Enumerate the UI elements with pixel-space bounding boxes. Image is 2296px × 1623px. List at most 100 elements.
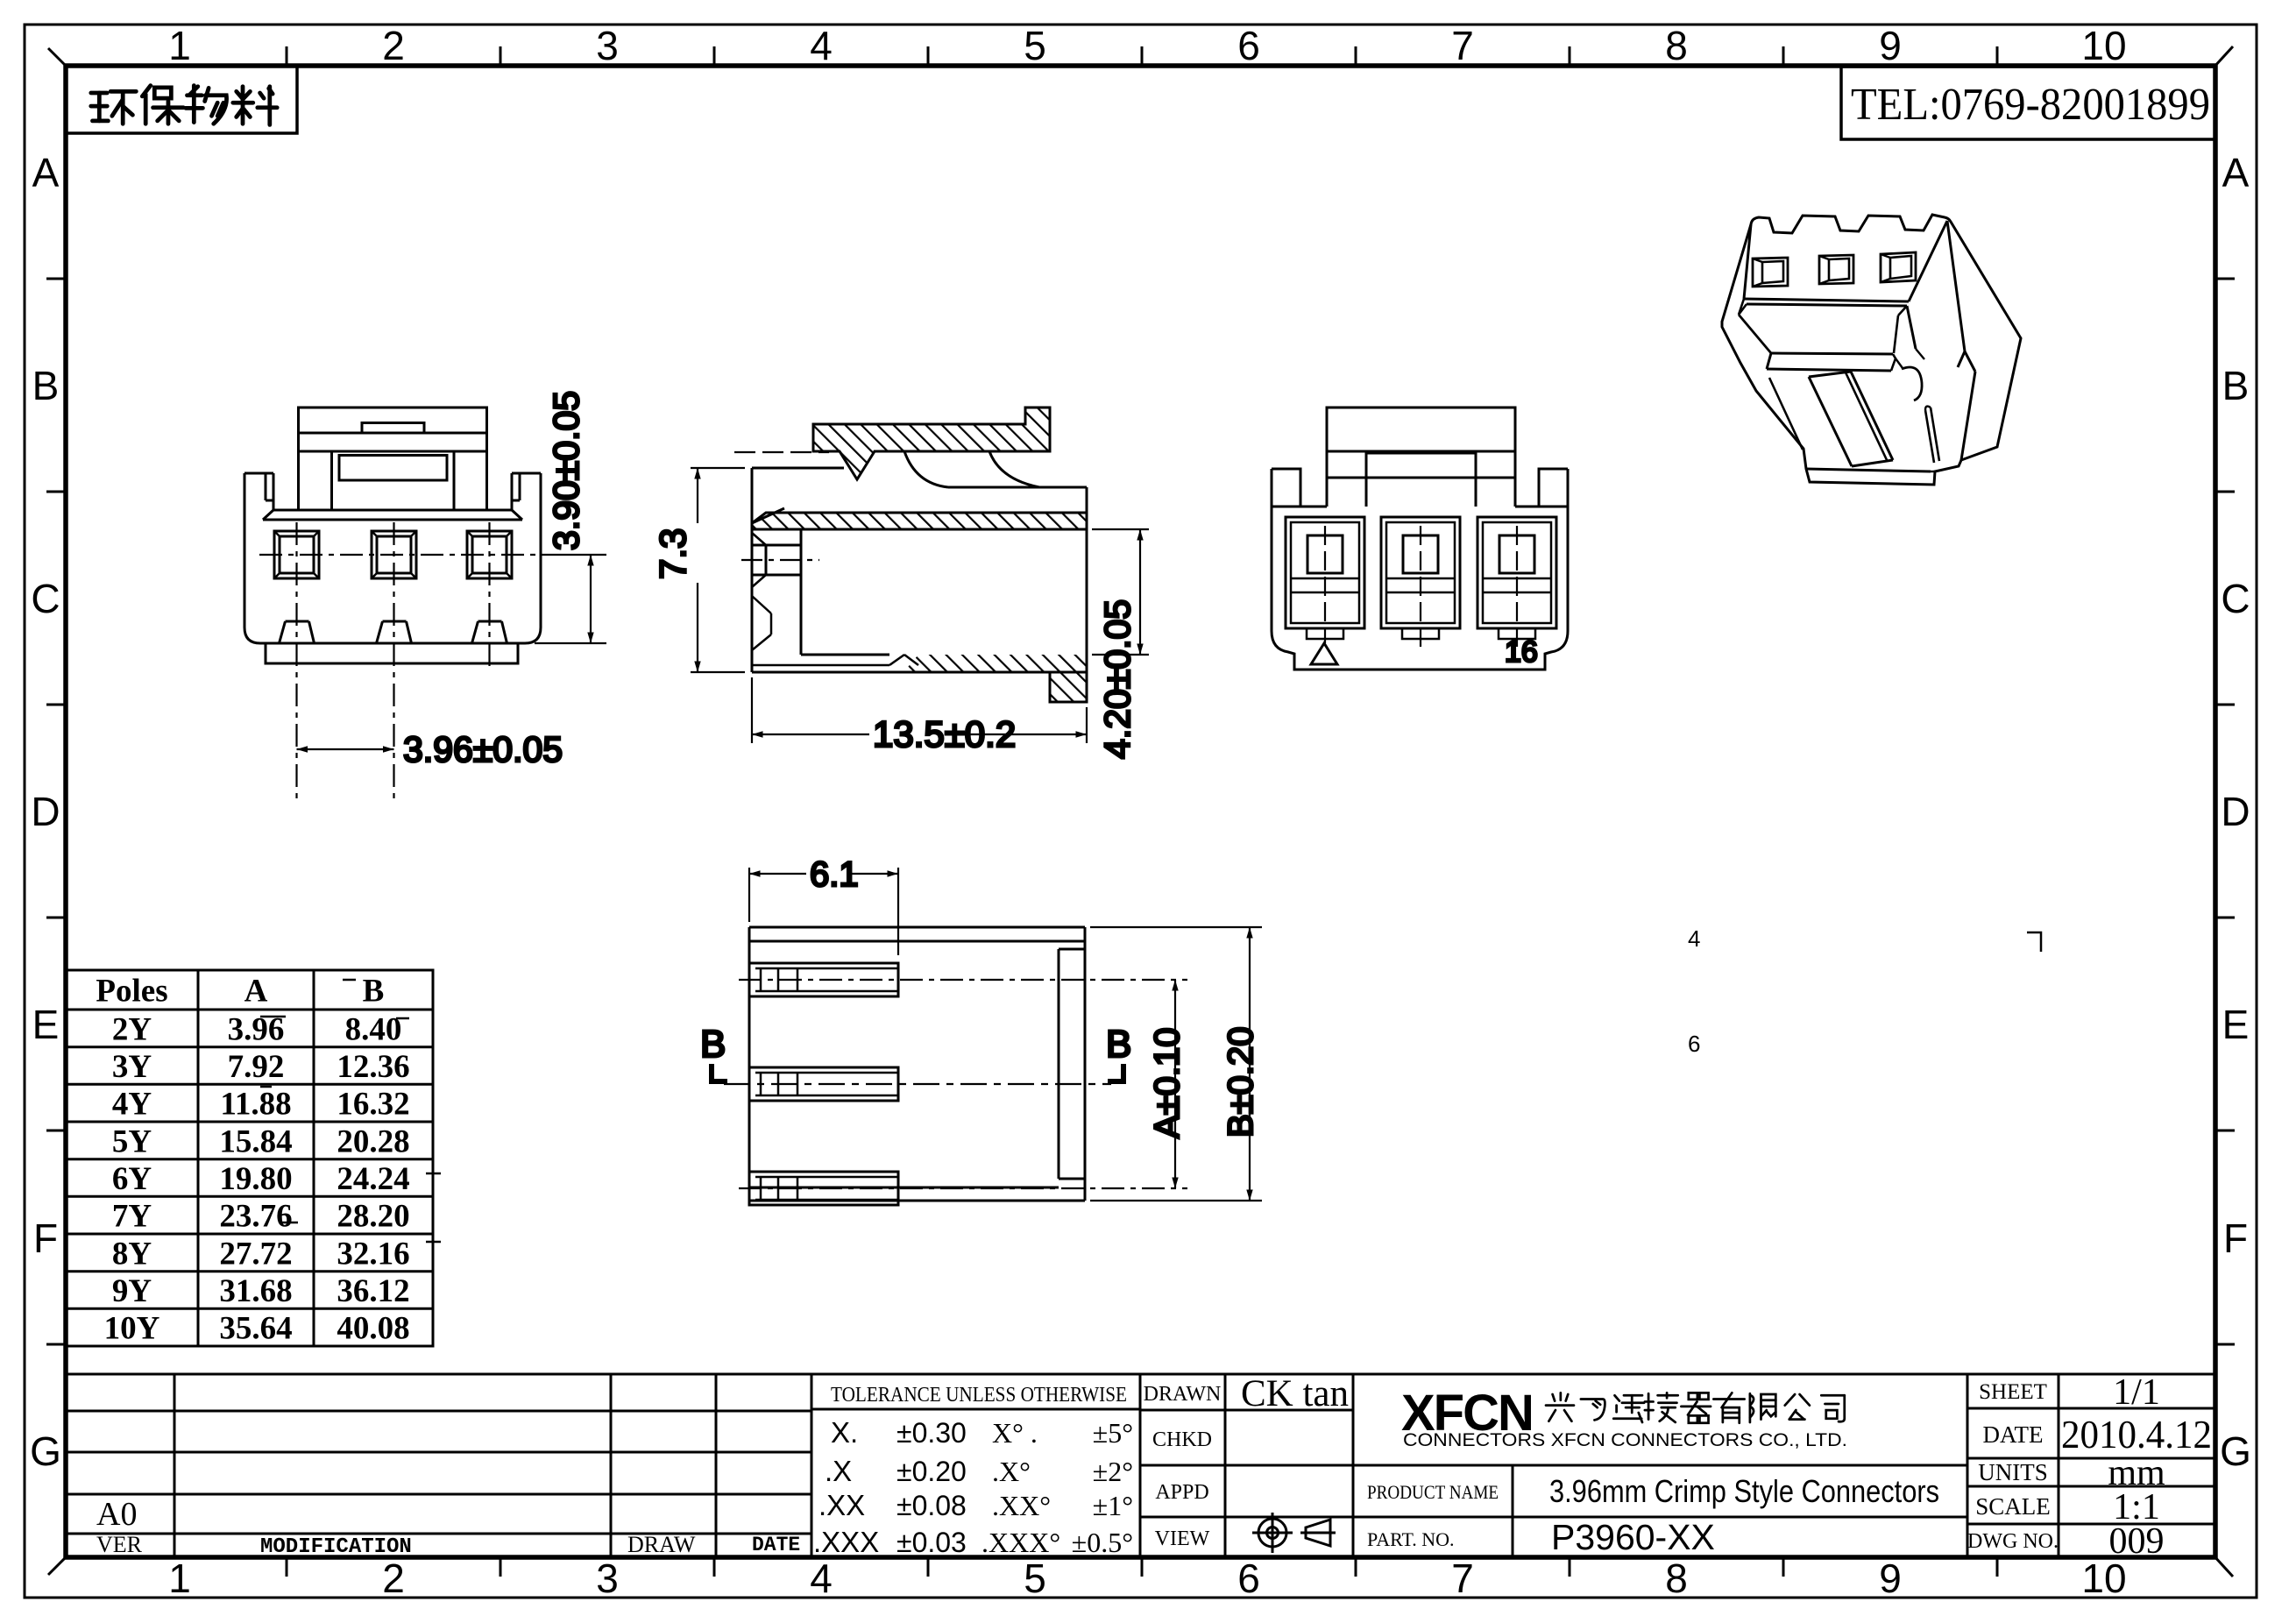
svg-text:2010.4.12: 2010.4.12 bbox=[2061, 1412, 2212, 1456]
svg-text:.X: .X bbox=[825, 1455, 852, 1487]
svg-text:VIEW: VIEW bbox=[1155, 1527, 1210, 1550]
svg-text:19.80: 19.80 bbox=[219, 1161, 292, 1197]
svg-text:1:1: 1:1 bbox=[2113, 1487, 2160, 1527]
svg-text:DWG NO.: DWG NO. bbox=[1967, 1530, 2059, 1553]
svg-text:4: 4 bbox=[1688, 925, 1700, 952]
svg-text:B: B bbox=[1106, 1023, 1131, 1066]
svg-text:27.72: 27.72 bbox=[219, 1236, 292, 1272]
svg-text:DATE: DATE bbox=[1983, 1421, 2044, 1448]
svg-text:6: 6 bbox=[1237, 1556, 1260, 1601]
svg-text:.XXX: .XXX bbox=[813, 1526, 879, 1558]
svg-text:A: A bbox=[2222, 150, 2250, 195]
svg-text:B: B bbox=[2222, 363, 2250, 408]
svg-text:13.5±0.2: 13.5±0.2 bbox=[873, 713, 1016, 755]
svg-text:7: 7 bbox=[1451, 1556, 1474, 1601]
svg-text:12.36: 12.36 bbox=[337, 1049, 409, 1085]
svg-text:2: 2 bbox=[382, 1556, 405, 1601]
svg-text:9Y: 9Y bbox=[112, 1273, 152, 1309]
svg-text:CK tan: CK tan bbox=[1241, 1373, 1349, 1414]
svg-text:B±0.20: B±0.20 bbox=[1222, 1027, 1260, 1138]
svg-text:3Y: 3Y bbox=[112, 1049, 152, 1085]
svg-text:15.84: 15.84 bbox=[219, 1123, 292, 1159]
svg-text:3: 3 bbox=[596, 1556, 619, 1601]
svg-text:B: B bbox=[700, 1023, 726, 1066]
svg-text:16.32: 16.32 bbox=[337, 1087, 409, 1123]
svg-text:PART. NO.: PART. NO. bbox=[1367, 1528, 1455, 1550]
svg-text:D: D bbox=[2221, 789, 2250, 834]
svg-text:35.64: 35.64 bbox=[219, 1311, 292, 1347]
svg-text:TOLERANCE UNLESS OTHERWISE: TOLERANCE UNLESS OTHERWISE bbox=[831, 1384, 1127, 1407]
svg-text:7: 7 bbox=[1451, 23, 1474, 68]
svg-text:.X°: .X° bbox=[992, 1456, 1031, 1487]
svg-text:X.: X. bbox=[831, 1416, 858, 1449]
svg-text:8Y: 8Y bbox=[112, 1236, 152, 1272]
svg-text:X° .: X° . bbox=[992, 1417, 1038, 1449]
svg-text:C: C bbox=[31, 576, 60, 621]
svg-text:31.68: 31.68 bbox=[219, 1273, 292, 1309]
svg-text:8: 8 bbox=[1665, 23, 1688, 68]
svg-text:2Y: 2Y bbox=[112, 1011, 152, 1047]
svg-text:32.16: 32.16 bbox=[337, 1236, 409, 1272]
svg-text:8: 8 bbox=[1665, 1556, 1688, 1601]
svg-text:7Y: 7Y bbox=[112, 1199, 152, 1235]
svg-text:6: 6 bbox=[1688, 1031, 1700, 1057]
svg-text:D: D bbox=[31, 789, 60, 834]
svg-text:P3960-XX: P3960-XX bbox=[1551, 1517, 1715, 1557]
svg-text:±2°: ±2° bbox=[1093, 1456, 1133, 1487]
svg-text:DATE: DATE bbox=[752, 1534, 800, 1556]
svg-text:.XX°: .XX° bbox=[992, 1490, 1051, 1521]
svg-text:SCALE: SCALE bbox=[1975, 1493, 2051, 1520]
svg-text:A±0.10: A±0.10 bbox=[1148, 1028, 1187, 1138]
svg-text:4.20±0.05: 4.20±0.05 bbox=[1097, 599, 1137, 759]
svg-text:2: 2 bbox=[382, 23, 405, 68]
svg-text:4: 4 bbox=[810, 1556, 833, 1601]
svg-text:G: G bbox=[2220, 1428, 2251, 1474]
svg-text:A0: A0 bbox=[96, 1496, 137, 1533]
svg-text:8.40: 8.40 bbox=[345, 1011, 402, 1047]
svg-text:1: 1 bbox=[168, 23, 191, 68]
svg-text:±0.5°: ±0.5° bbox=[1072, 1527, 1133, 1558]
svg-text:Poles: Poles bbox=[96, 974, 167, 1010]
svg-text:1/1: 1/1 bbox=[2113, 1372, 2160, 1413]
svg-text:±0.03: ±0.03 bbox=[896, 1527, 967, 1558]
svg-text:±5°: ±5° bbox=[1093, 1417, 1133, 1449]
svg-text:mm: mm bbox=[2108, 1453, 2165, 1493]
svg-text:PRODUCT NAME: PRODUCT NAME bbox=[1367, 1481, 1499, 1503]
svg-text:36.12: 36.12 bbox=[337, 1273, 409, 1309]
svg-text:CONNECTORS XFCN CONNECTORS CO.: CONNECTORS XFCN CONNECTORS CO., LTD. bbox=[1403, 1430, 1847, 1450]
svg-text:±1°: ±1° bbox=[1093, 1490, 1133, 1521]
svg-text:10Y: 10Y bbox=[104, 1311, 160, 1347]
svg-text:F: F bbox=[2223, 1215, 2248, 1261]
svg-text:24.24: 24.24 bbox=[337, 1161, 409, 1197]
svg-text:7.3: 7.3 bbox=[652, 528, 693, 579]
svg-text:6: 6 bbox=[1237, 23, 1260, 68]
svg-text:9: 9 bbox=[1879, 23, 1902, 68]
svg-text:11.88: 11.88 bbox=[220, 1087, 291, 1123]
svg-text:SHEET: SHEET bbox=[1979, 1380, 2047, 1404]
svg-text:±0.30: ±0.30 bbox=[896, 1417, 967, 1449]
svg-text:DRAW: DRAW bbox=[627, 1532, 696, 1557]
svg-text:CHKD: CHKD bbox=[1152, 1428, 1212, 1451]
svg-text:3: 3 bbox=[596, 23, 619, 68]
svg-text:3.90±0.05: 3.90±0.05 bbox=[546, 391, 586, 550]
svg-text:3.96mm Crimp Style Connectors: 3.96mm Crimp Style Connectors bbox=[1549, 1473, 1939, 1509]
svg-text:1: 1 bbox=[168, 1556, 191, 1601]
svg-text:F: F bbox=[33, 1215, 58, 1261]
svg-text:XFCN: XFCN bbox=[1401, 1385, 1533, 1442]
svg-text:16: 16 bbox=[1505, 635, 1538, 669]
svg-text:C: C bbox=[2221, 576, 2250, 621]
svg-text:.XX: .XX bbox=[818, 1489, 865, 1521]
svg-text:G: G bbox=[30, 1428, 61, 1474]
svg-text:TEL:0769-82001899: TEL:0769-82001899 bbox=[1851, 80, 2210, 130]
svg-text:6Y: 6Y bbox=[112, 1161, 152, 1197]
svg-text:A: A bbox=[32, 150, 60, 195]
svg-text:B: B bbox=[363, 974, 385, 1010]
svg-text:DRAWN: DRAWN bbox=[1144, 1383, 1222, 1406]
svg-text:6.1: 6.1 bbox=[810, 855, 859, 894]
svg-text:4: 4 bbox=[810, 23, 833, 68]
svg-text:VER: VER bbox=[96, 1532, 143, 1557]
svg-text:UNITS: UNITS bbox=[1978, 1459, 2048, 1485]
svg-text:3.96±0.05: 3.96±0.05 bbox=[403, 729, 563, 769]
svg-text:4Y: 4Y bbox=[112, 1087, 152, 1123]
svg-text:.XXX°: .XXX° bbox=[981, 1527, 1060, 1558]
